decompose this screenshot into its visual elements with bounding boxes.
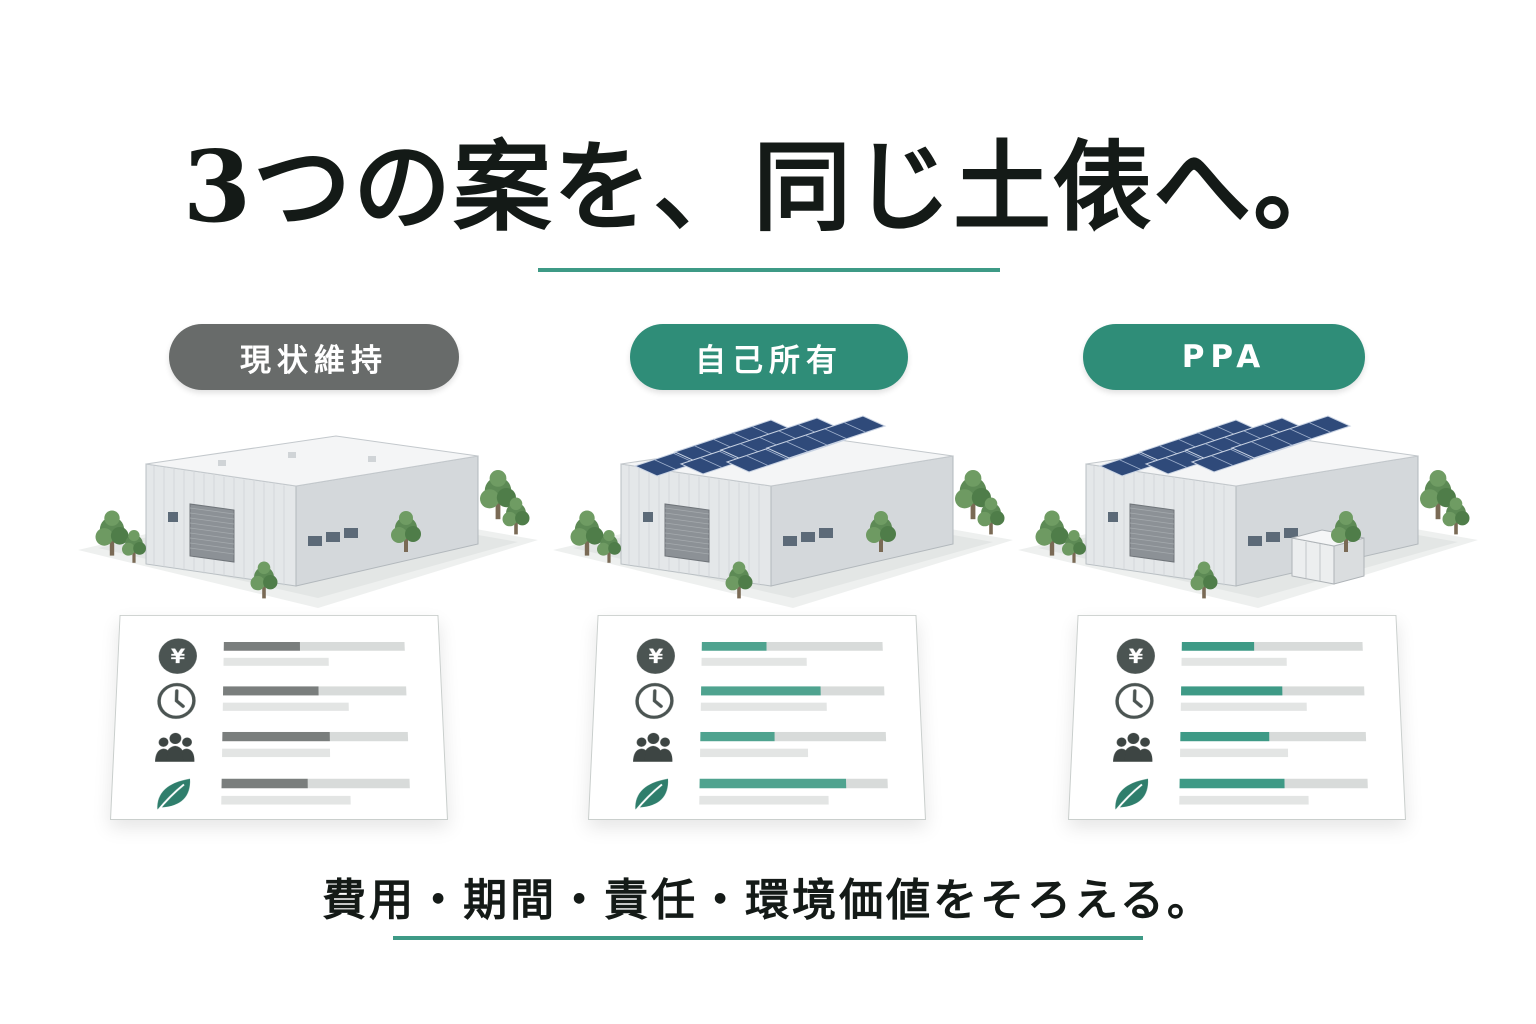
people-icon xyxy=(1111,726,1155,767)
metric-row xyxy=(116,679,443,721)
metric-bar-fill xyxy=(1181,641,1255,651)
warehouse-illustration-status-quo xyxy=(68,408,540,608)
metric-bar xyxy=(701,641,883,651)
metric-subline xyxy=(223,657,329,666)
title-underline xyxy=(538,268,1000,272)
metric-subline xyxy=(700,702,827,711)
metric-bar-fill xyxy=(223,686,319,696)
metric-bar-fill xyxy=(701,686,821,696)
metric-row xyxy=(1071,725,1402,768)
metric-subline xyxy=(222,702,349,711)
people-icon xyxy=(153,726,197,767)
metric-bar xyxy=(700,731,887,742)
metric-row xyxy=(589,771,925,815)
metric-subline xyxy=(1180,702,1307,711)
metric-row xyxy=(1074,679,1401,721)
yen-icon: ¥ xyxy=(634,637,677,676)
tagline: 費用・期間・責任・環境価値をそろえる。 xyxy=(322,875,1214,926)
page-title: 3つの案を、同じ土俵へ。 xyxy=(182,130,1354,245)
metric-bar-fill xyxy=(222,731,331,742)
metric-bar xyxy=(222,731,409,742)
metric-subline xyxy=(222,748,331,758)
metric-row xyxy=(1069,771,1405,815)
metric-bar-fill xyxy=(700,731,775,742)
metric-bar xyxy=(223,641,405,651)
metric-bar-fill xyxy=(699,778,847,789)
svg-text:¥: ¥ xyxy=(1128,645,1144,668)
clock-icon xyxy=(633,681,677,721)
metric-row xyxy=(591,725,922,768)
metric-subline xyxy=(1179,795,1309,805)
metric-bar-fill xyxy=(701,641,767,651)
metric-subline xyxy=(1180,748,1289,758)
metric-bar xyxy=(1181,641,1363,651)
tagline-underline xyxy=(393,936,1143,940)
metric-row: ¥ xyxy=(118,635,441,676)
metric-row: ¥ xyxy=(1076,635,1399,676)
metric-bar-fill xyxy=(1179,778,1285,789)
metric-subline xyxy=(699,795,829,805)
metric-row xyxy=(111,771,447,815)
clock-icon xyxy=(1113,681,1157,721)
leaf-icon xyxy=(151,773,196,815)
yen-icon: ¥ xyxy=(1114,637,1157,676)
metric-bar xyxy=(699,778,888,789)
metric-bar xyxy=(1181,686,1365,696)
metric-bar-fill xyxy=(221,778,309,789)
option-label-status-quo: 現状維持 xyxy=(169,324,459,390)
leaf-icon xyxy=(629,773,674,815)
clock-icon xyxy=(155,681,199,721)
metric-bar-fill xyxy=(1180,731,1270,742)
metric-subline xyxy=(1181,657,1287,666)
option-label-self-owned: 自己所有 xyxy=(630,324,908,390)
people-icon xyxy=(631,726,675,767)
metric-row xyxy=(594,679,921,721)
option-label-ppa: PPA xyxy=(1083,324,1365,390)
metric-subline xyxy=(221,795,351,805)
metric-row xyxy=(113,725,444,768)
svg-text:¥: ¥ xyxy=(170,645,186,668)
metric-bar xyxy=(1180,731,1367,742)
metric-subline xyxy=(701,657,807,666)
yen-icon: ¥ xyxy=(156,637,199,676)
comparison-card-self-owned: ¥ xyxy=(588,614,926,820)
metric-row: ¥ xyxy=(596,635,919,676)
metric-bar xyxy=(223,686,407,696)
warehouse-illustration-ppa xyxy=(1008,408,1480,608)
metric-bar xyxy=(221,778,410,789)
svg-text:¥: ¥ xyxy=(648,645,664,668)
metric-bar xyxy=(701,686,885,696)
comparison-card-ppa: ¥ xyxy=(1068,614,1406,820)
metric-bar-fill xyxy=(223,641,300,651)
metric-bar-fill xyxy=(1181,686,1282,696)
metric-subline xyxy=(700,748,809,758)
leaf-icon xyxy=(1109,773,1154,815)
comparison-card-status-quo: ¥ xyxy=(110,614,448,820)
warehouse-illustration-self-owned xyxy=(543,408,1015,608)
metric-bar xyxy=(1179,778,1368,789)
